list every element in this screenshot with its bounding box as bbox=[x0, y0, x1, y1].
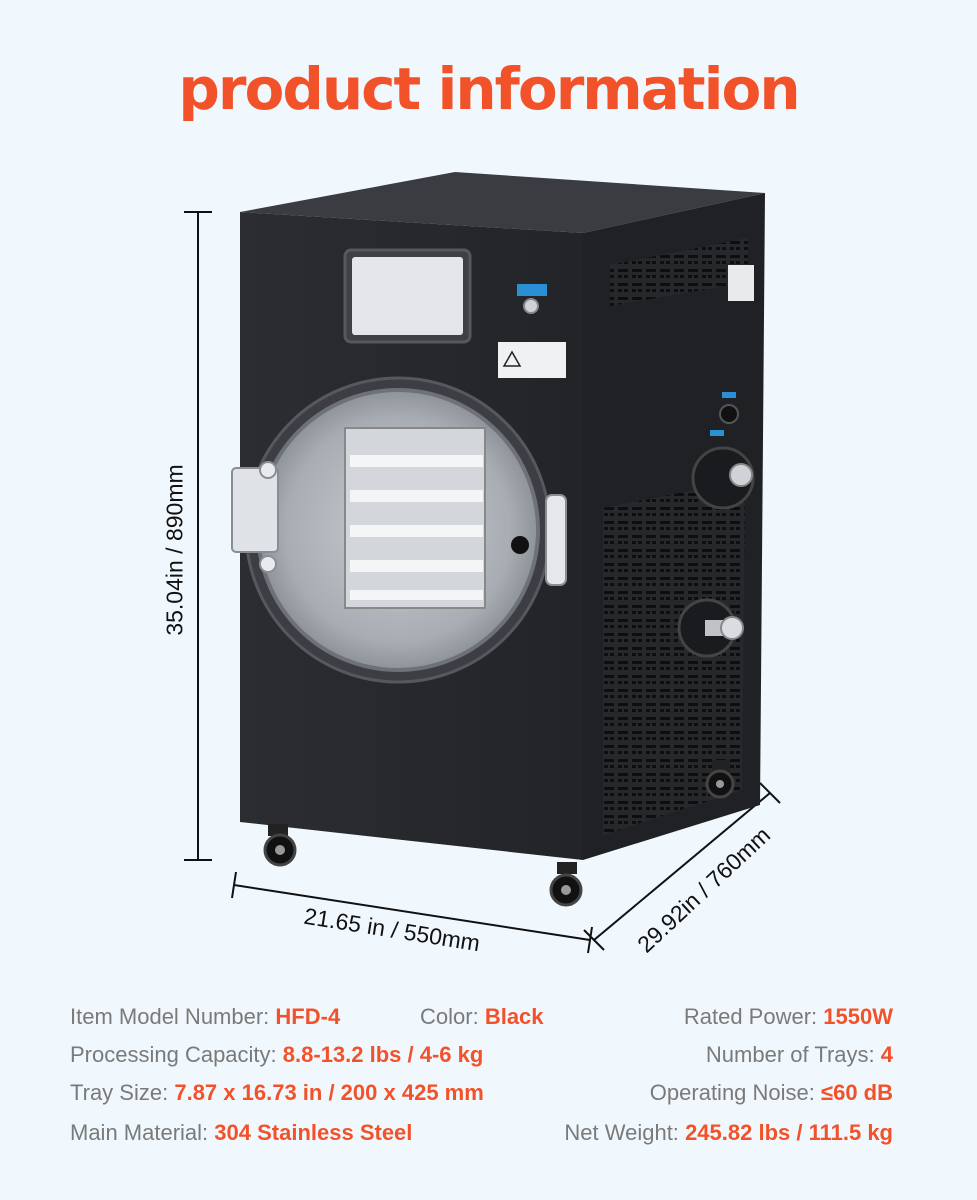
power-button bbox=[523, 298, 539, 314]
side-vent-top bbox=[610, 238, 748, 306]
spec-power-label: Rated Power: bbox=[683, 1004, 818, 1029]
spec-color-value: Black bbox=[484, 1004, 544, 1029]
warning-label bbox=[498, 342, 566, 378]
spec-capacity: Processing Capacity: 8.8-13.2 lbs / 4-6 … bbox=[70, 1042, 483, 1068]
spec-capacity-value: 8.8-13.2 lbs / 4-6 kg bbox=[282, 1042, 484, 1067]
width-dimension-line bbox=[231, 871, 593, 954]
caster-front-left bbox=[263, 824, 297, 867]
spec-material-label: Main Material: bbox=[70, 1120, 209, 1145]
spec-material: Main Material: 304 Stainless Steel bbox=[70, 1120, 412, 1146]
page-title: product information bbox=[178, 55, 800, 123]
spec-color-label: Color: bbox=[420, 1004, 479, 1029]
spec-power-value: 1550W bbox=[823, 1004, 893, 1029]
spec-trays: Number of Trays: 4 bbox=[706, 1042, 893, 1068]
spec-capacity-label: Processing Capacity: bbox=[70, 1042, 277, 1067]
spec-weight-value: 245.82 lbs / 111.5 kg bbox=[685, 1120, 893, 1145]
spec-model: Item Model Number: HFD-4 bbox=[70, 1004, 340, 1030]
spec-color: Color: Black bbox=[420, 1004, 544, 1030]
caster-front-right bbox=[549, 862, 583, 907]
side-vent-bottom bbox=[603, 480, 745, 835]
caster-back-right bbox=[705, 760, 735, 799]
spec-tray-size-value: 7.87 x 16.73 in / 200 x 425 mm bbox=[174, 1080, 484, 1105]
spec-tray-size-label: Tray Size: bbox=[70, 1080, 169, 1105]
spec-noise-value: ≤60 dB bbox=[821, 1080, 893, 1105]
spec-model-value: HFD-4 bbox=[275, 1004, 341, 1029]
door-handle bbox=[545, 494, 567, 586]
vacuum-port-plate bbox=[691, 446, 755, 510]
spec-tray-size: Tray Size: 7.87 x 16.73 in / 200 x 425 m… bbox=[70, 1080, 484, 1106]
spec-weight: Net Weight: 245.82 lbs / 111.5 kg bbox=[564, 1120, 893, 1146]
spec-trays-label: Number of Trays: bbox=[705, 1042, 875, 1067]
height-dimension-line bbox=[184, 211, 212, 861]
height-dimension-label: 35.04in / 890mm bbox=[161, 464, 188, 636]
side-switch bbox=[719, 404, 739, 424]
depth-dimension-line bbox=[583, 782, 781, 951]
spec-power: Rated Power: 1550W bbox=[684, 1004, 893, 1030]
spec-noise: Operating Noise: ≤60 dB bbox=[650, 1080, 893, 1106]
spec-weight-label: Net Weight: bbox=[564, 1120, 679, 1145]
spec-noise-label: Operating Noise: bbox=[649, 1080, 815, 1105]
spec-material-value: 304 Stainless Steel bbox=[214, 1120, 413, 1145]
spec-model-label: Item Model Number: bbox=[70, 1004, 270, 1029]
cabinet-top bbox=[240, 172, 765, 233]
spec-trays-value: 4 bbox=[880, 1042, 893, 1067]
door-hinge bbox=[231, 467, 279, 553]
